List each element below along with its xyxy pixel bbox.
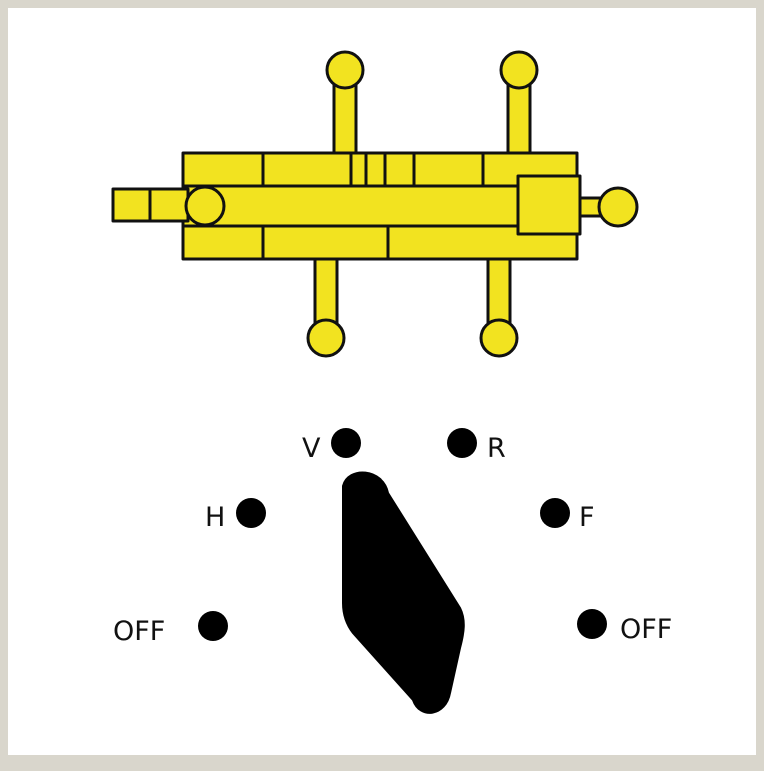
position-dot-off-left[interactable] xyxy=(198,611,228,641)
valve-body xyxy=(181,151,579,261)
selector-handle[interactable] xyxy=(342,471,465,714)
position-label-r: R xyxy=(487,433,506,464)
position-label-v: V xyxy=(302,433,321,464)
position-dot-f[interactable] xyxy=(540,498,570,528)
position-label-h: H xyxy=(205,502,225,533)
port-knob-top-right xyxy=(499,50,539,90)
port-stem-top-left xyxy=(332,81,358,165)
selector-positions: OFF H V R F OFF xyxy=(113,428,672,647)
position-dot-off-right[interactable] xyxy=(577,609,607,639)
position-label-f: F xyxy=(579,502,595,533)
port-knob-top-left xyxy=(325,50,365,90)
position-dot-r[interactable] xyxy=(447,428,477,458)
diagram-panel: OFF H V R F OFF xyxy=(8,8,756,755)
valve-end-cap xyxy=(516,174,582,236)
position-label-off-right: OFF xyxy=(620,614,672,645)
port-knob-bottom-left xyxy=(306,318,346,358)
position-label-off-left: OFF xyxy=(113,616,165,647)
valve-assembly xyxy=(111,50,639,358)
position-dot-h[interactable] xyxy=(236,498,266,528)
spool-joint-left xyxy=(184,185,226,227)
position-dot-v[interactable] xyxy=(331,428,361,458)
valve-selector-diagram: OFF H V R F OFF xyxy=(111,50,672,714)
port-knob-bottom-right xyxy=(479,318,519,358)
spool-knob-right xyxy=(597,186,639,228)
port-stem-bottom-left xyxy=(313,251,339,327)
